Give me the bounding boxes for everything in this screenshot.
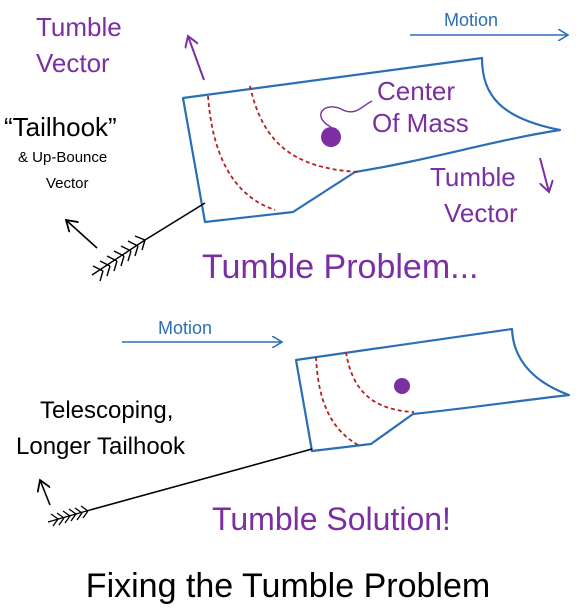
top-tumble-arrow-up <box>188 36 205 81</box>
top-tumble-vector-left-line1: Tumble <box>36 12 122 42</box>
top-tailhook-line <box>144 202 206 241</box>
bottom-dashed-curve-2 <box>345 351 415 413</box>
top-tailhook-line1: “Tailhook” <box>4 112 117 142</box>
top-upbounce-arrow <box>66 220 98 249</box>
top-sled-body <box>181 56 562 224</box>
bottom-telescoping-line2: Longer Tailhook <box>16 433 186 460</box>
top-dashed-curve-1 <box>207 95 276 211</box>
bottom-sled-body <box>294 327 571 453</box>
top-tumble-vector-right-line1: Tumble <box>430 162 516 192</box>
figure-title: Fixing the Tumble Problem <box>86 567 490 605</box>
bottom-center-of-mass-dot <box>394 378 410 394</box>
top-panel: Tumble Vector Motion Center Of Mass “Tai… <box>4 10 568 286</box>
bottom-motion-label: Motion <box>158 318 212 338</box>
top-tailhook-line3: Vector <box>46 175 89 192</box>
top-tumble-vector-left-line2: Vector <box>36 48 110 78</box>
top-center-of-mass-line1: Center <box>377 76 455 106</box>
top-tailhook-line2: & Up-Bounce <box>18 149 107 166</box>
top-dashed-curve-2 <box>249 85 359 173</box>
bottom-dashed-curve-1 <box>315 356 361 447</box>
bottom-caption: Tumble Solution! <box>212 501 451 537</box>
bottom-telescoping-line1: Telescoping, <box>40 397 173 424</box>
top-center-of-mass-dot <box>321 127 341 147</box>
bottom-tailhook-line <box>89 448 313 511</box>
top-tumble-vector-right-line2: Vector <box>444 198 518 228</box>
top-motion-label: Motion <box>444 10 498 30</box>
top-tumble-arrow-down <box>539 157 549 192</box>
bottom-tailhook-fletching <box>47 505 91 527</box>
top-center-of-mass-leader <box>320 100 373 128</box>
top-center-of-mass-line2: Of Mass <box>372 108 469 138</box>
bottom-upbounce-arrow <box>40 480 51 506</box>
bottom-panel: Motion Telescoping, Longer Tailhook Tumb… <box>16 318 571 537</box>
top-tailhook-fletching <box>91 235 146 282</box>
top-caption: Tumble Problem... <box>202 248 479 286</box>
